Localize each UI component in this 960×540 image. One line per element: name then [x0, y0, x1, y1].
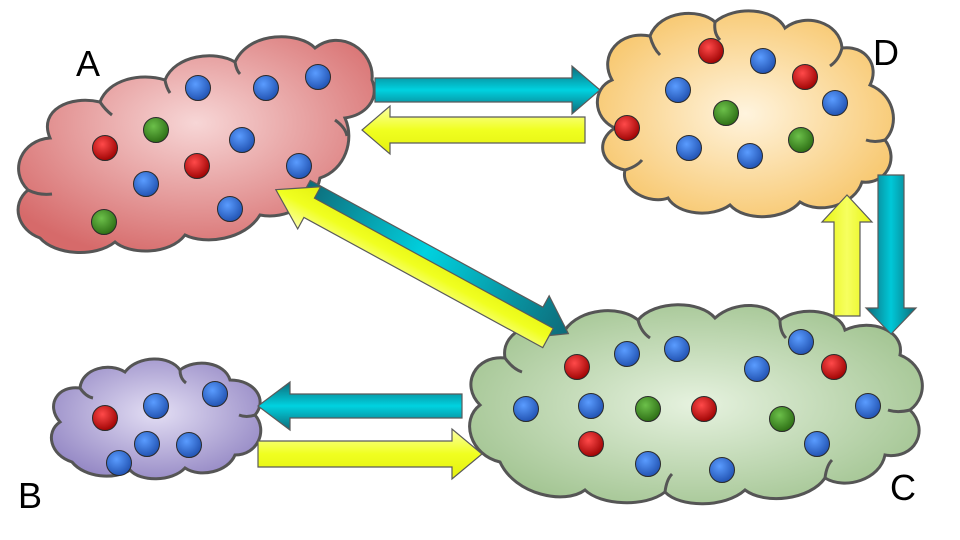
dot-blue: [176, 432, 202, 458]
dot-green: [769, 406, 795, 432]
label-c: C: [890, 467, 916, 508]
dot-red: [614, 115, 640, 141]
dot-green: [635, 396, 661, 422]
arrow-d-to-c: [864, 174, 918, 335]
population-d: [595, 9, 895, 219]
dot-red: [92, 135, 118, 161]
dot-blue: [229, 127, 255, 153]
dot-red: [184, 153, 210, 179]
label-a: A: [76, 43, 100, 84]
dot-blue: [143, 393, 169, 419]
dot-blue: [737, 143, 763, 169]
dots-b: [92, 381, 228, 476]
dot-red: [564, 354, 590, 380]
dot-blue: [185, 75, 211, 101]
dot-red: [691, 396, 717, 422]
dot-red: [578, 431, 604, 457]
population-c: [468, 303, 924, 506]
dot-blue: [253, 75, 279, 101]
arrow-c-to-b: [257, 380, 463, 432]
dot-blue: [286, 153, 312, 179]
arrow-c-to-a: [274, 186, 555, 349]
label-b: B: [18, 475, 42, 516]
arrow-c-to-d: [820, 194, 874, 317]
dot-blue: [217, 196, 243, 222]
dot-blue: [513, 396, 539, 422]
cloud-d: [595, 9, 895, 219]
dot-blue: [578, 393, 604, 419]
dots-c: [513, 329, 881, 483]
dots-a: [91, 64, 331, 235]
dots-d: [614, 38, 848, 169]
dot-blue: [676, 135, 702, 161]
dot-blue: [744, 356, 770, 382]
dot-red: [821, 354, 847, 380]
dot-red: [92, 405, 118, 431]
dot-blue: [614, 341, 640, 367]
dot-blue: [202, 381, 228, 407]
dot-red: [792, 64, 818, 90]
dot-blue: [822, 90, 848, 116]
dot-blue: [855, 393, 881, 419]
population-b: [50, 357, 263, 481]
dot-red: [698, 38, 724, 64]
dot-green: [713, 100, 739, 126]
dot-blue: [665, 77, 691, 103]
dot-green: [143, 117, 169, 143]
dot-blue: [664, 336, 690, 362]
dot-blue: [788, 329, 814, 355]
dot-blue: [750, 48, 776, 74]
dot-blue: [635, 451, 661, 477]
dot-blue: [134, 431, 160, 457]
arrow-a-to-d: [374, 64, 601, 116]
dot-blue: [133, 171, 159, 197]
dot-blue: [106, 450, 132, 476]
dot-blue: [709, 457, 735, 483]
arrow-d-to-a: [361, 104, 586, 156]
arrow-b-to-c: [257, 427, 483, 481]
dot-blue: [804, 431, 830, 457]
dot-green: [91, 209, 117, 235]
dot-blue: [305, 64, 331, 90]
dot-green: [788, 127, 814, 153]
label-d: D: [873, 32, 899, 73]
